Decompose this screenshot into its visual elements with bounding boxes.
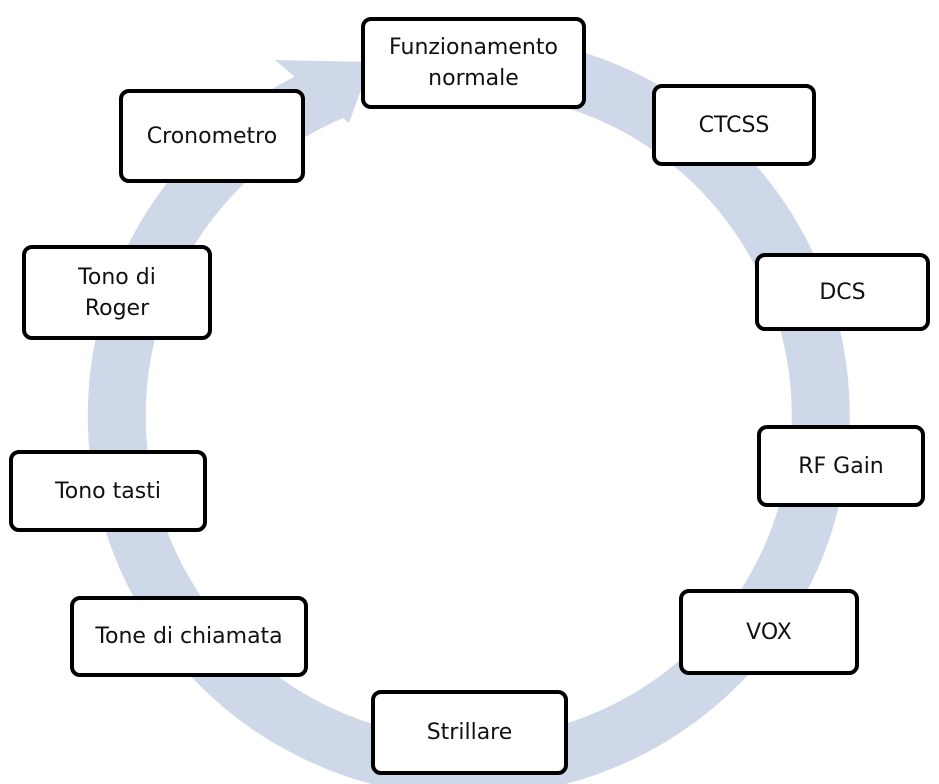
node-strillare[interactable]: Strillare	[371, 690, 568, 775]
node-tono-tasti[interactable]: Tono tasti	[9, 450, 207, 532]
node-vox[interactable]: VOX	[679, 589, 859, 675]
node-tone-di-chiamata[interactable]: Tone di chiamata	[70, 596, 308, 677]
node-funzionamento-normale[interactable]: Funzionamento normale	[361, 17, 586, 109]
node-ctcss[interactable]: CTCSS	[652, 84, 816, 166]
node-tono-di-roger[interactable]: Tono di Roger	[22, 245, 212, 340]
node-cronometro[interactable]: Cronometro	[119, 89, 305, 183]
node-rf-gain[interactable]: RF Gain	[757, 425, 925, 507]
node-dcs[interactable]: DCS	[755, 253, 930, 331]
ring-arrowhead-icon	[275, 60, 371, 123]
